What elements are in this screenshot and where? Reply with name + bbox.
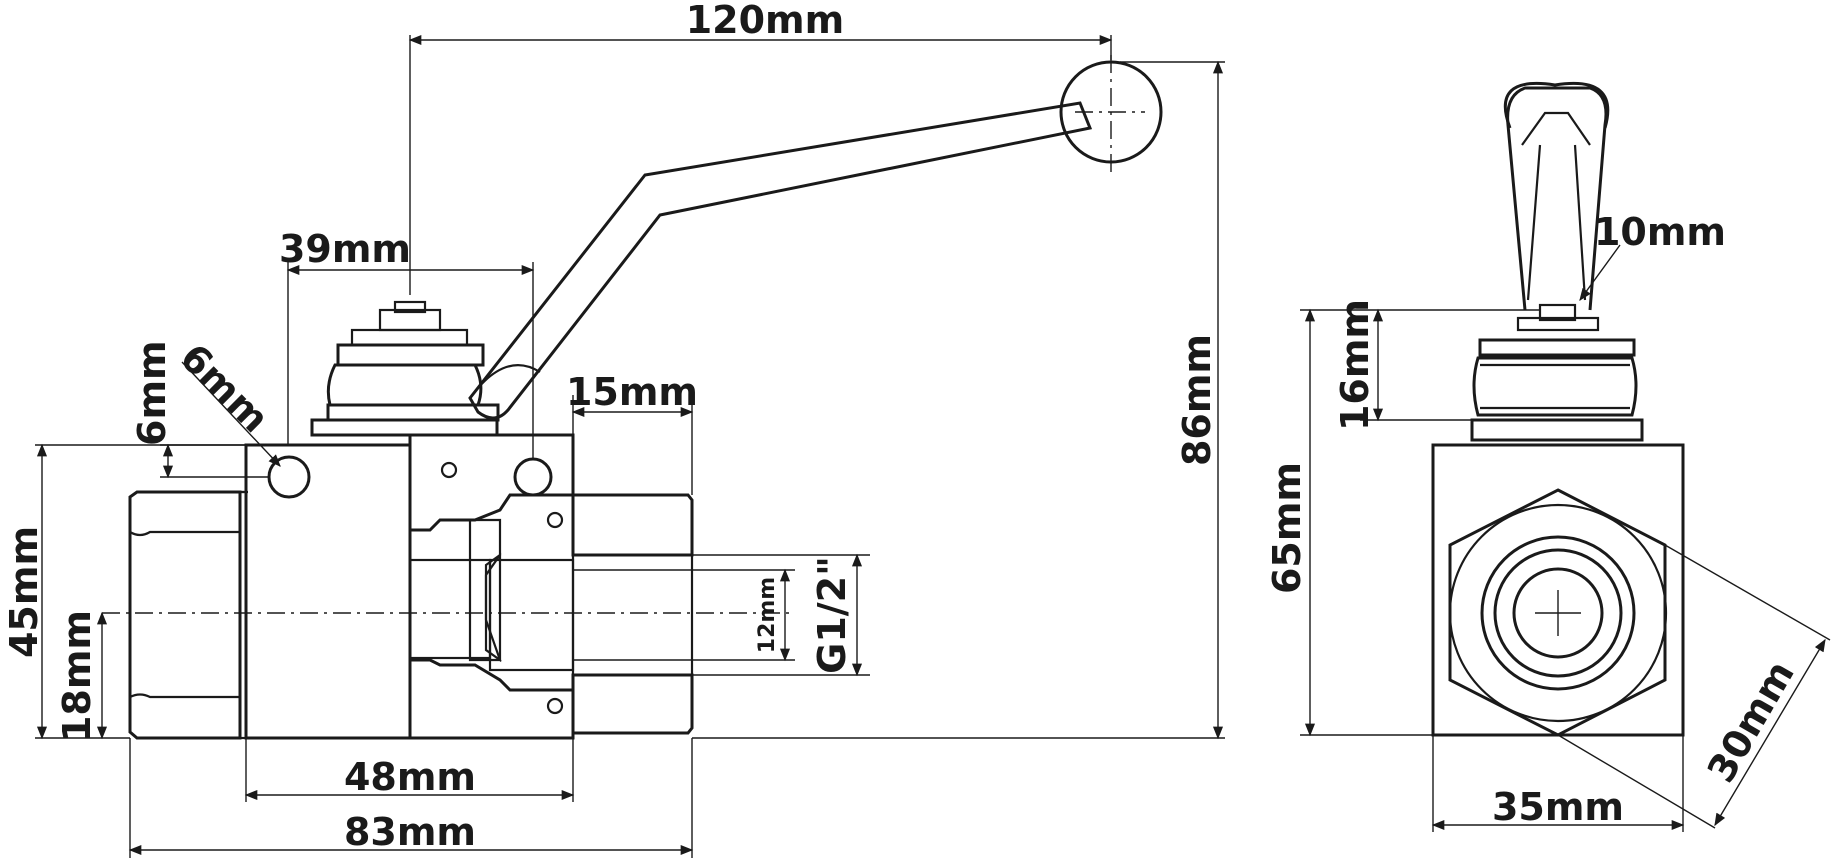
front-view <box>102 55 1163 740</box>
side-stem-assembly <box>1470 303 1644 442</box>
label-overall-height: 86mm <box>1175 334 1219 466</box>
label-side-height: 65mm <box>1265 462 1309 594</box>
label-stem-flat: 10mm <box>1594 210 1726 254</box>
label-hex-across: 30mm <box>1699 653 1803 789</box>
label-body-width: 35mm <box>1492 785 1624 829</box>
valve-body <box>244 443 412 740</box>
label-hole-diameter: 6mm <box>172 335 278 441</box>
label-bore: 12mm <box>755 577 780 653</box>
dimension-lines <box>35 34 1831 858</box>
stem-assembly <box>310 300 500 437</box>
body-section-hatched <box>408 433 575 740</box>
label-handle-length: 120mm <box>686 0 845 42</box>
label-body-length: 48mm <box>344 755 476 799</box>
label-stem-height: 16mm <box>1333 299 1377 431</box>
side-view <box>1431 81 1685 737</box>
label-overall-length: 83mm <box>344 810 476 854</box>
label-body-height: 45mm <box>2 526 46 658</box>
label-thread: G1/2" <box>810 556 854 674</box>
label-hole-offset: 6mm <box>130 340 174 446</box>
label-port-depth: 15mm <box>566 370 698 414</box>
left-hex-port <box>128 490 248 740</box>
handle-lever <box>468 55 1163 420</box>
label-stem-offset: 39mm <box>279 227 411 271</box>
stem-bore-hole <box>513 457 553 497</box>
mounting-hole <box>267 455 311 499</box>
dimension-labels: 120mm 39mm 6mm 6mm 15mm 86mm 45mm 18mm 1… <box>2 0 1803 854</box>
side-handle <box>1506 86 1608 311</box>
label-center-height: 18mm <box>55 610 99 742</box>
right-threaded-port <box>488 493 694 735</box>
